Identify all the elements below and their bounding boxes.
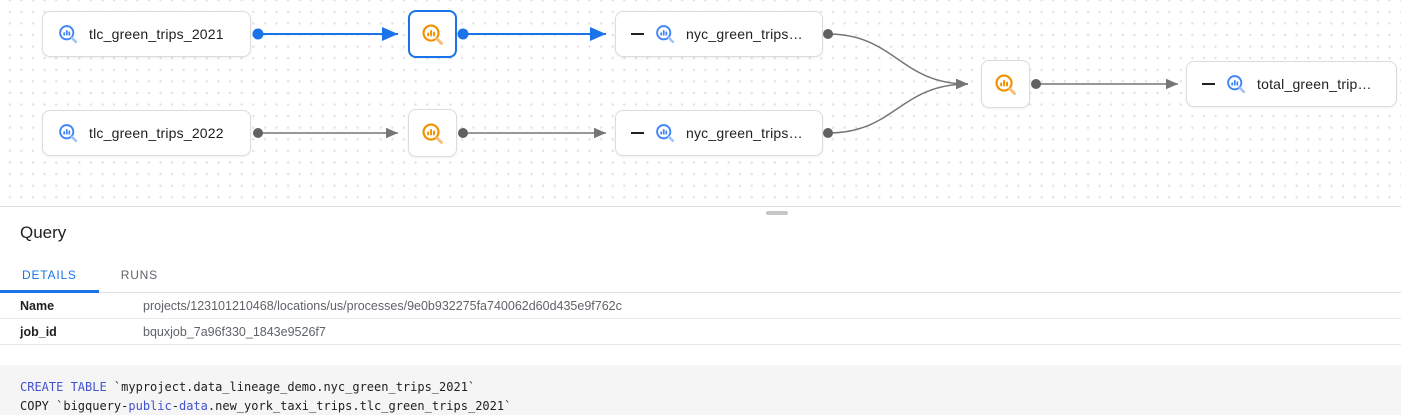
node-nyc-green-trips-2021[interactable]: nyc_green_trips… <box>615 11 823 57</box>
table-row: job_id bquxjob_7a96f330_1843e9526f7 <box>0 319 1401 345</box>
panel-header: Query <box>0 207 1401 259</box>
process-node-2022[interactable] <box>408 109 457 157</box>
bigquery-process-icon <box>422 23 443 45</box>
node-label: tlc_green_trips_2021 <box>89 26 224 42</box>
tab-details[interactable]: DETAILS <box>0 259 99 293</box>
node-label: nyc_green_trips… <box>686 26 803 42</box>
collapse-icon[interactable] <box>630 126 644 140</box>
bigquery-table-icon <box>656 25 675 44</box>
details-panel: Query DETAILS RUNS Name projects/1231012… <box>0 207 1401 415</box>
node-label: total_green_trip… <box>1257 76 1372 92</box>
row-value-name: projects/123101210468/locations/us/proce… <box>143 298 622 313</box>
collapse-icon[interactable] <box>1201 77 1215 91</box>
node-total-green-trips[interactable]: total_green_trip… <box>1186 61 1397 107</box>
collapse-icon[interactable] <box>630 27 644 41</box>
bigquery-process-icon <box>422 122 443 144</box>
panel-title: Query <box>20 223 67 242</box>
resize-handle[interactable] <box>766 211 788 215</box>
row-label-job-id: job_id <box>20 324 57 339</box>
tab-bar: DETAILS RUNS <box>0 259 1401 293</box>
bigquery-table-icon <box>59 124 78 143</box>
node-tlc-green-trips-2021[interactable]: tlc_green_trips_2021 <box>42 11 251 57</box>
sql-code-block: CREATE TABLE `myproject.data_lineage_dem… <box>0 365 1401 415</box>
details-table: Name projects/123101210468/locations/us/… <box>0 293 1401 345</box>
tab-runs[interactable]: RUNS <box>120 267 158 282</box>
process-node-merge[interactable] <box>981 60 1030 108</box>
node-nyc-green-trips-2022[interactable]: nyc_green_trips… <box>615 110 823 156</box>
bigquery-process-icon <box>995 73 1016 95</box>
node-label: nyc_green_trips… <box>686 125 803 141</box>
bigquery-table-icon <box>656 124 675 143</box>
lineage-graph: tlc_green_trips_2021 tlc_green_trips_202… <box>0 0 1401 207</box>
table-row: Name projects/123101210468/locations/us/… <box>0 293 1401 319</box>
row-value-job-id: bquxjob_7a96f330_1843e9526f7 <box>143 324 326 339</box>
node-tlc-green-trips-2022[interactable]: tlc_green_trips_2022 <box>42 110 251 156</box>
bigquery-table-icon <box>59 25 78 44</box>
sql-line-2: COPY `bigquery-public-data.new_york_taxi… <box>20 399 512 413</box>
process-node-2021-selected[interactable] <box>408 10 457 58</box>
node-label: tlc_green_trips_2022 <box>89 125 224 141</box>
spacer <box>0 345 1401 365</box>
sql-line-1: CREATE TABLE `myproject.data_lineage_dem… <box>20 380 476 394</box>
row-label-name: Name <box>20 298 55 313</box>
lineage-edges <box>252 27 1178 139</box>
bigquery-table-icon <box>1227 75 1246 94</box>
